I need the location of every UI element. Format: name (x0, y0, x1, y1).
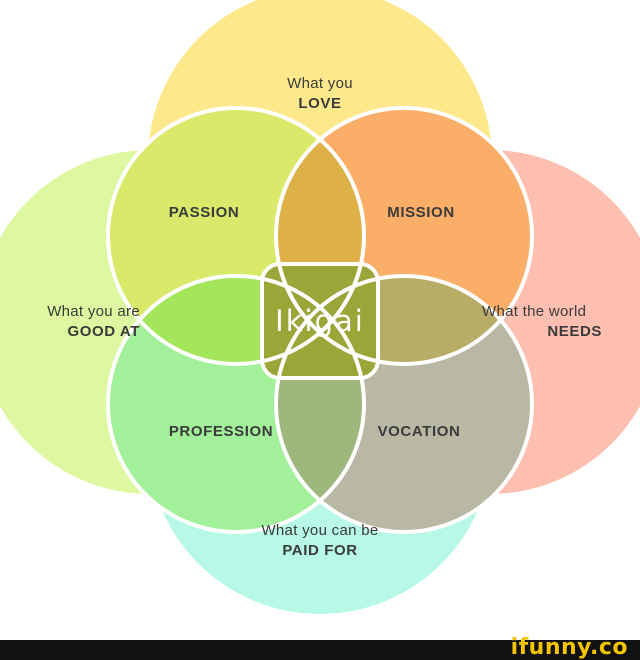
vocation-label: VOCATION (378, 423, 461, 440)
watermark-logo: ifunny.co (510, 635, 628, 660)
needs-label-line2: NEEDS (547, 323, 602, 340)
passion-label: PASSION (169, 204, 240, 221)
paid-for-label-line2: PAID FOR (282, 542, 357, 559)
ikigai-venn-diagram: What you LOVE What you are GOOD AT What … (0, 0, 640, 614)
footer-bar (0, 640, 640, 660)
love-label-line1: What you (287, 75, 353, 92)
paid-for-label-line1: What you can be (261, 522, 378, 539)
mission-label: MISSION (387, 204, 455, 221)
good-at-label-line1: What you are (47, 303, 140, 320)
needs-label-line1: What the world (482, 303, 586, 320)
good-at-label-line2: GOOD AT (67, 323, 140, 340)
ikigai-label: Ikigai (275, 304, 365, 338)
love-label-line2: LOVE (298, 95, 341, 112)
profession-label: PROFESSION (169, 423, 273, 440)
